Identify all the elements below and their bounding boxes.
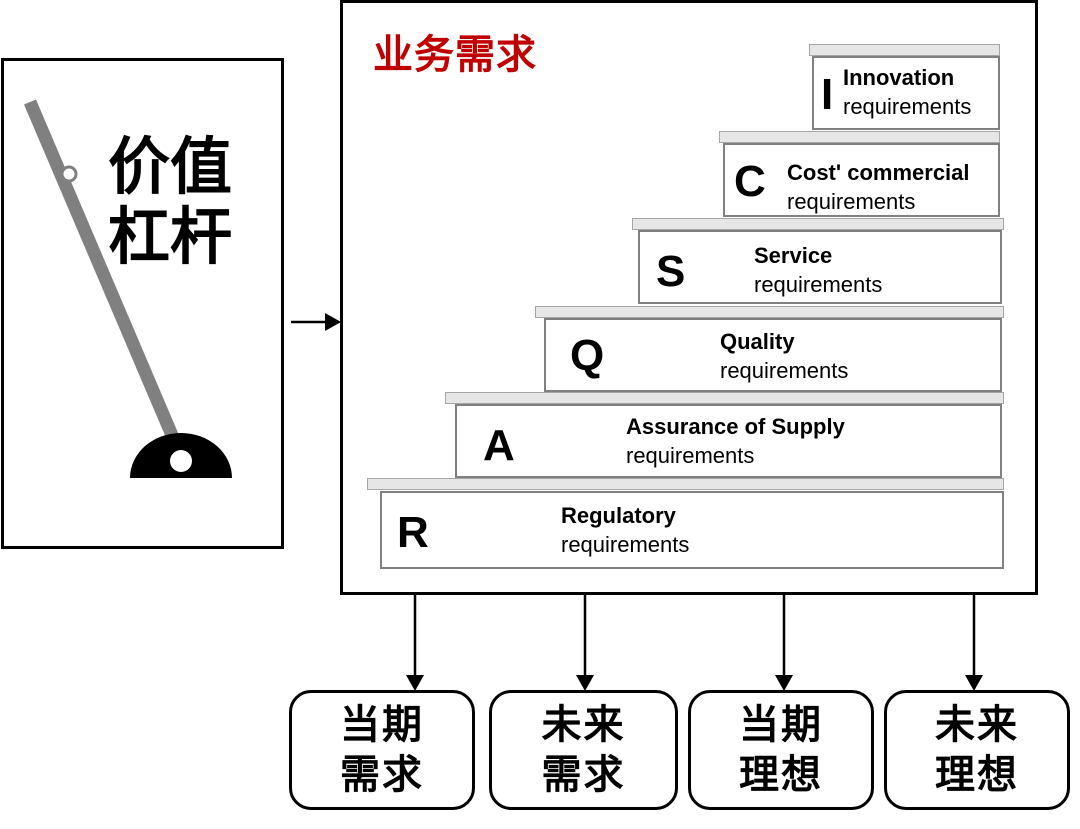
step-letter: A [483,421,515,470]
step-regulatory: R Regulatory requirements [380,491,1004,569]
step-service: S Service requirements [638,230,1002,304]
step-letter: S [656,247,686,296]
step-cost: C Cost' commercial requirements [723,143,1000,217]
step-title: Quality [720,329,795,354]
outcome-line1: 未来 [541,702,626,748]
outcome-line2: 理想 [739,752,823,798]
step-subtitle: requirements [787,189,916,214]
step-subtitle: requirements [626,443,755,468]
outcome-line1: 当期 [739,702,823,748]
step-subtitle: requirements [754,272,883,297]
step-shelf [632,218,1004,230]
step-letter: Q [570,331,605,380]
outcome-current-demand: 当期 需求 [289,690,475,810]
outcome-line1: 当期 [340,702,424,748]
outcome-line2: 理想 [935,752,1019,798]
business-requirements-title: 业务需求 [373,32,537,78]
down-arrows [406,593,983,691]
step-text: Innovation requirements [843,63,971,121]
step-letter: R [397,508,429,557]
step-subtitle: requirements [720,358,849,383]
step-title: Innovation [843,65,955,90]
step-shelf [535,306,1004,318]
lever-title: 价值 杠杆 [108,132,248,272]
outcome-future-ideal: 未来 理想 [884,690,1070,810]
step-title: Assurance of Supply [626,414,845,439]
step-letter: C [734,157,766,206]
step-text: Assurance of Supply requirements [626,412,845,470]
step-title: Service [754,243,833,268]
step-shelf [809,44,1000,56]
step-quality: Q Quality requirements [544,318,1002,392]
outcome-line2: 需求 [340,752,424,798]
step-text: Cost' commercial requirements [787,158,970,216]
step-shelf [719,131,1000,143]
step-subtitle: requirements [843,94,972,119]
step-innovation: I Innovation requirements [812,56,1000,130]
lever-icon [24,99,232,478]
step-title: Regulatory [561,503,676,528]
outcome-line2: 需求 [541,752,626,798]
lever-title-line2: 杠杆 [108,200,233,273]
step-shelf [445,392,1004,404]
step-text: Regulatory requirements [561,501,689,559]
step-title: Cost' commercial [787,160,970,185]
step-text: Service requirements [754,241,882,299]
connector-arrow [291,313,341,331]
outcome-current-ideal: 当期 理想 [688,690,874,810]
step-shelf [367,478,1004,490]
down-arrow [413,593,976,679]
outcome-line1: 未来 [935,702,1019,748]
outcome-future-demand: 未来 需求 [489,690,678,810]
step-letter: I [821,70,834,119]
step-subtitle: requirements [561,532,690,557]
lever-title-line1: 价值 [108,130,233,203]
step-text: Quality requirements [720,327,848,385]
step-assurance: A Assurance of Supply requirements [455,404,1002,478]
